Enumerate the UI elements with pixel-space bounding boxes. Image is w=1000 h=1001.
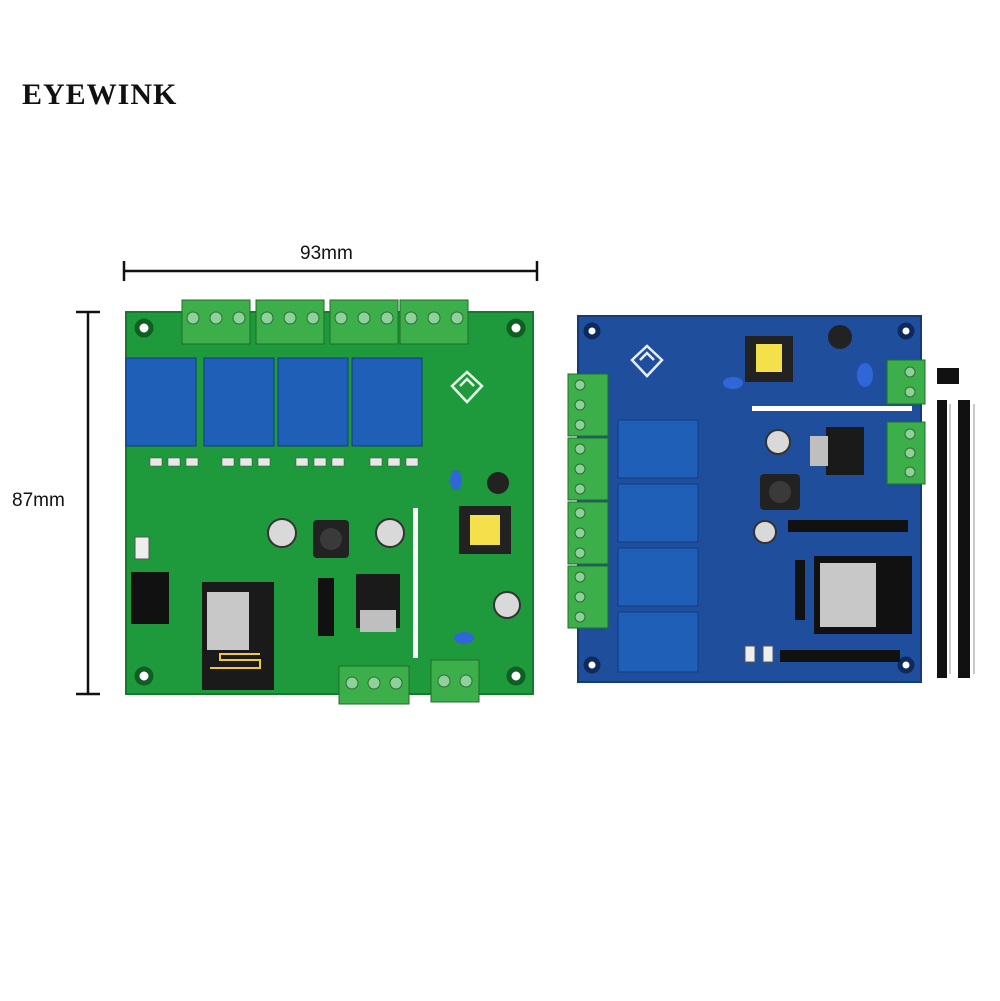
green-bottom-terminals xyxy=(338,659,480,705)
width-dimension-line xyxy=(122,261,539,281)
mounting-holes xyxy=(134,318,526,686)
blue-left-terminals xyxy=(567,373,609,629)
blue-board-logo-icon xyxy=(630,344,664,378)
blue-relays xyxy=(617,419,699,673)
pin-headers xyxy=(131,572,334,636)
green-relays xyxy=(125,357,423,447)
height-dimension-label: 87mm xyxy=(12,490,65,511)
width-dimension-label: 93mm xyxy=(300,243,353,264)
brand-logo: EYEWINK xyxy=(22,78,178,111)
green-top-terminals xyxy=(181,299,469,345)
green-relay-board xyxy=(125,299,534,705)
board-logo-icon xyxy=(450,370,484,404)
green-capacitors xyxy=(267,472,521,619)
height-dimension-line xyxy=(76,310,100,696)
blue-relay-board xyxy=(567,315,926,683)
relay-drivers xyxy=(149,457,419,467)
reset-button xyxy=(134,536,150,560)
loose-pin-headers xyxy=(937,368,975,678)
blue-right-terminals xyxy=(886,359,926,485)
